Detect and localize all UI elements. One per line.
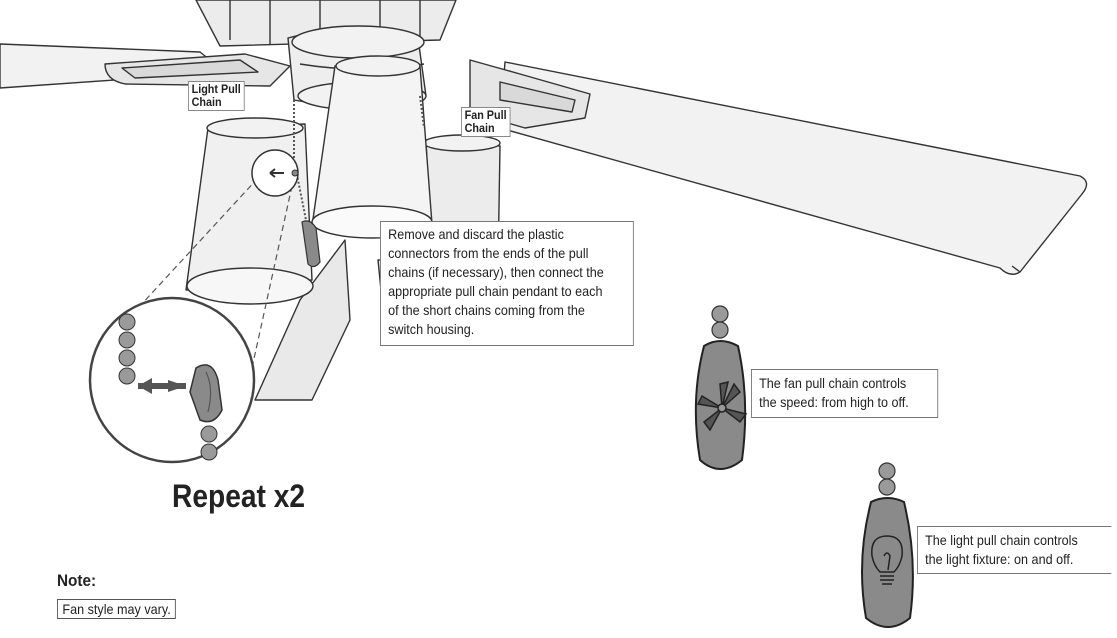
arrow-left-icon-small bbox=[269, 168, 284, 178]
zoom-detail bbox=[88, 296, 256, 464]
fan-pull-chain-label: Fan Pull Chain bbox=[461, 107, 511, 137]
light-chain-note: The light pull chain controls the light … bbox=[917, 526, 1112, 574]
repeat-heading: Repeat x2 bbox=[172, 478, 306, 514]
light-pull-chain-pendant bbox=[861, 462, 914, 628]
small-pendant bbox=[301, 220, 321, 268]
fan-pull-chain bbox=[419, 95, 425, 129]
fan-blade-icon bbox=[696, 380, 748, 432]
note-text: Fan style may vary. bbox=[57, 599, 177, 619]
instruction-box: Remove and discard the plastic connector… bbox=[380, 221, 634, 346]
light-bulb-icon bbox=[871, 535, 903, 585]
fan-chain-note: The fan pull chain controls the speed: f… bbox=[751, 369, 939, 418]
fan-pull-chain-pendant bbox=[694, 305, 748, 470]
light-pull-chain-label: Light Pull Chain bbox=[188, 81, 245, 111]
light-shade-back bbox=[254, 239, 351, 401]
note-title: Note: bbox=[57, 571, 97, 590]
